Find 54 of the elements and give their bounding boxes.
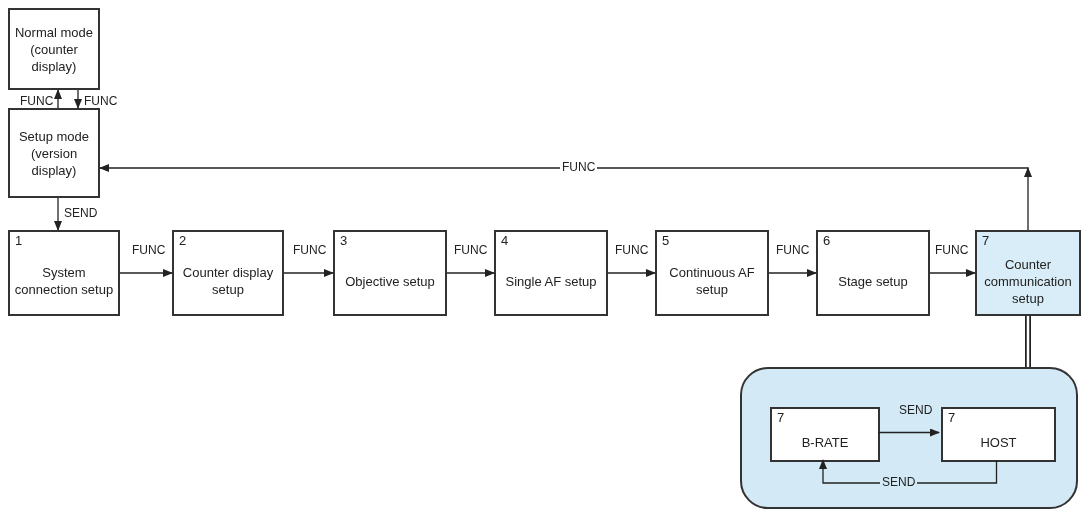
step-number: 4 — [501, 233, 509, 248]
arrow — [54, 197, 62, 231]
process-box — [172, 230, 284, 316]
edge-label: FUNC — [292, 243, 328, 258]
process-box — [816, 230, 930, 316]
edge-label: FUNC — [775, 243, 811, 258]
process-box — [655, 230, 769, 316]
process-box — [8, 108, 100, 198]
box-label: System connection setup — [13, 264, 115, 298]
arrow — [119, 269, 173, 277]
step-number: 7 — [982, 233, 990, 248]
edge-label: FUNC — [614, 243, 650, 258]
process-box — [8, 8, 100, 90]
step-number: 1 — [15, 233, 23, 248]
box-label: Single AF setup — [504, 272, 598, 290]
box-label: Counter display setup — [181, 264, 275, 298]
process-box — [494, 230, 608, 316]
box-label: Stage setup — [837, 272, 909, 290]
arrow — [74, 89, 82, 109]
arrow — [877, 428, 940, 437]
arrow — [99, 164, 1032, 231]
process-box — [333, 230, 447, 316]
process-box — [770, 407, 880, 462]
process-box — [941, 407, 1056, 462]
box-label: Counter communication setup — [983, 255, 1073, 307]
arrow — [929, 269, 976, 277]
arrow — [607, 269, 656, 277]
arrow — [283, 269, 334, 277]
edge-label: SEND — [63, 206, 99, 221]
box-label: Objective setup — [344, 272, 436, 290]
edge-label: FUNC — [83, 94, 119, 109]
box-label: HOST — [979, 434, 1018, 451]
arrow — [768, 269, 817, 277]
edge-label: FUNC — [453, 243, 489, 258]
edge-label: FUNC — [131, 243, 167, 258]
edge-label: SEND — [898, 402, 934, 418]
arrow — [54, 89, 62, 109]
step-number: 2 — [179, 233, 187, 248]
process-box — [975, 230, 1081, 316]
box-label: Continuous AF setup — [668, 264, 756, 298]
edge-label: FUNC — [934, 243, 970, 258]
step-number: 5 — [662, 233, 670, 248]
process-box — [8, 230, 120, 316]
step-number: 6 — [823, 233, 831, 248]
edge-label: FUNC — [19, 94, 55, 109]
step-number: 3 — [340, 233, 348, 248]
step-number: 7 — [777, 410, 785, 425]
step-number: 7 — [948, 410, 956, 425]
box-label: Setup mode (version display) — [17, 127, 91, 179]
double-connector — [1025, 316, 1031, 367]
box-label: Normal mode (counter display) — [14, 23, 94, 75]
group-panel — [740, 367, 1078, 509]
box-label: B-RATE — [800, 434, 850, 451]
arrow — [446, 269, 495, 277]
